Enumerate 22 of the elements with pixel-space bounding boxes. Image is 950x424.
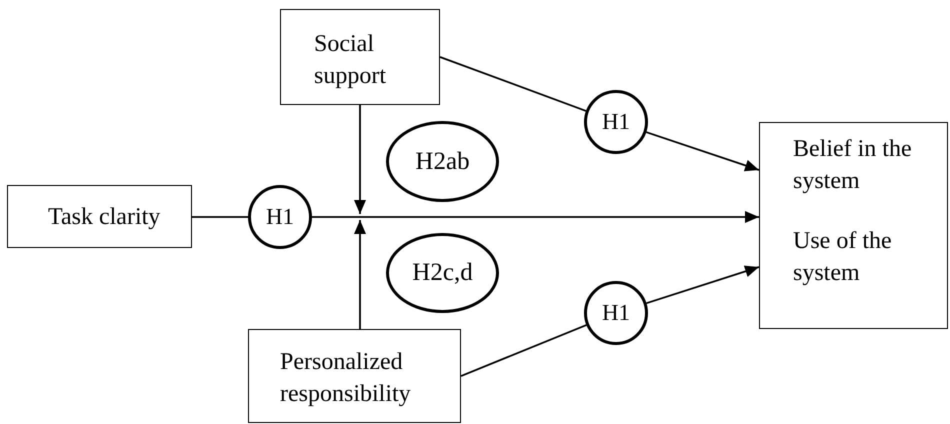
node-label: H1	[602, 108, 630, 136]
node-label: H1	[602, 299, 630, 327]
node-label: Task clarity	[48, 202, 162, 232]
node-label: Social support	[314, 30, 387, 91]
connector-line	[440, 56, 586, 112]
arrow	[646, 266, 760, 304]
node-label: H2c,d	[412, 258, 473, 288]
connector-line	[460, 324, 587, 377]
construct-box	[7, 185, 192, 248]
arrow	[354, 220, 366, 329]
construct-box	[280, 9, 440, 105]
arrow	[646, 131, 760, 172]
construct-box	[248, 329, 461, 423]
arrow	[312, 211, 759, 223]
node-label: Belief in the system	[793, 135, 913, 196]
arrow	[354, 105, 366, 214]
node-label: Personalized responsibility	[280, 348, 412, 409]
outcome-box	[759, 122, 948, 329]
node-label: H1	[266, 203, 294, 231]
node-label: Use of the system	[793, 227, 893, 288]
node-label: H2ab	[415, 146, 470, 176]
connector-line	[192, 216, 248, 218]
